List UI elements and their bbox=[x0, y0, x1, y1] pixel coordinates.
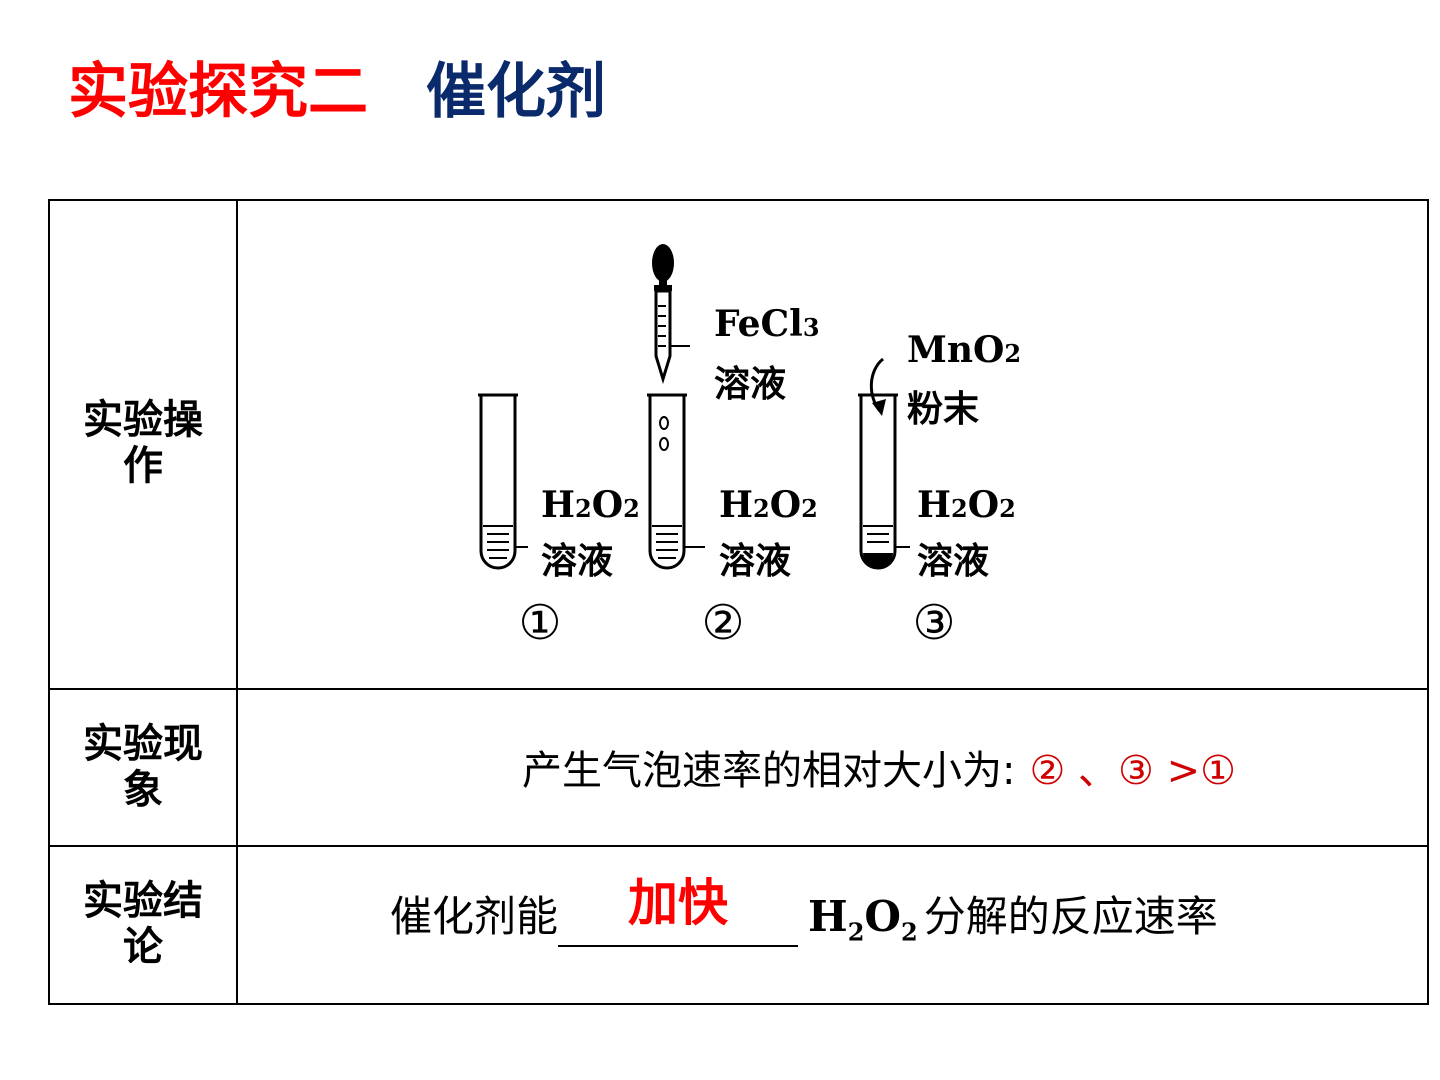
table-row-divider bbox=[50, 845, 1427, 847]
tube-number-2: ② bbox=[701, 595, 744, 651]
row-label-line: 象 bbox=[123, 766, 163, 813]
tube-number-1: ① bbox=[518, 595, 561, 651]
conclusion-answer: 加快 bbox=[628, 874, 729, 932]
h2o2-formula-2: H2O2 bbox=[719, 484, 818, 526]
formula-o: O bbox=[864, 892, 901, 941]
table-column-divider bbox=[236, 201, 238, 1003]
conclusion-suffix: 分解的反应速率 bbox=[923, 892, 1218, 941]
table-row-divider bbox=[50, 688, 1427, 690]
experiment-table: 实验操 作 实验现 象 实验结 论 bbox=[48, 199, 1429, 1005]
row-label-operation: 实验操 作 bbox=[50, 397, 236, 489]
row-label-line: 实验现 bbox=[83, 720, 203, 767]
powder-arrow-icon bbox=[869, 357, 886, 416]
mno2-label: 粉末 bbox=[907, 388, 979, 430]
formula-sub: 2 bbox=[847, 917, 865, 947]
phenomenon-answer: ② 、③ >① bbox=[1029, 748, 1237, 794]
row-label-line: 实验结 bbox=[83, 877, 203, 924]
h2o2-formula-3: H2O2 bbox=[917, 484, 1016, 526]
row-label-line: 实验操 bbox=[83, 396, 203, 443]
title-part1: 实验探究二 bbox=[68, 57, 368, 127]
tube-number-3: ③ bbox=[912, 595, 955, 651]
page-title: 实验探究二催化剂 bbox=[68, 52, 606, 132]
phenomenon-statement: 产生气泡速率的相对大小为: bbox=[522, 748, 1016, 794]
h2o2-label-1: 溶液 bbox=[541, 540, 613, 582]
fill-in-blank: 加快 bbox=[558, 874, 799, 947]
dropper-icon bbox=[652, 244, 690, 385]
row-label-phenomenon: 实验现 象 bbox=[50, 721, 236, 813]
experiment-diagram: FeCl3 溶液 MnO2 粉末 H2O2 溶液 H2O2 溶液 H2O2 溶液… bbox=[478, 244, 1021, 651]
test-tube-2 bbox=[647, 393, 705, 570]
conclusion-prefix: 催化剂能 bbox=[390, 892, 559, 941]
h2o2-formula: H2O2 bbox=[808, 892, 918, 946]
formula-sub: 2 bbox=[901, 917, 918, 947]
test-tube-1 bbox=[478, 393, 528, 570]
fecl3-label: 溶液 bbox=[714, 363, 786, 405]
h2o2-label-3: 溶液 bbox=[917, 540, 989, 582]
row-label-line: 作 bbox=[123, 442, 163, 489]
fecl3-formula: FeCl3 bbox=[714, 303, 820, 345]
row-label-conclusion: 实验结 论 bbox=[50, 878, 236, 970]
phenomenon-text: 产生气泡速率的相对大小为: ② 、③ >① bbox=[522, 741, 1236, 801]
row-label-line: 论 bbox=[123, 923, 163, 970]
h2o2-formula-1: H2O2 bbox=[541, 484, 640, 526]
mno2-formula: MnO2 bbox=[907, 329, 1021, 371]
test-tube-3 bbox=[858, 393, 910, 570]
h2o2-label-2: 溶液 bbox=[719, 540, 791, 582]
formula-h: H bbox=[808, 892, 848, 941]
title-part2: 催化剂 bbox=[426, 57, 606, 127]
